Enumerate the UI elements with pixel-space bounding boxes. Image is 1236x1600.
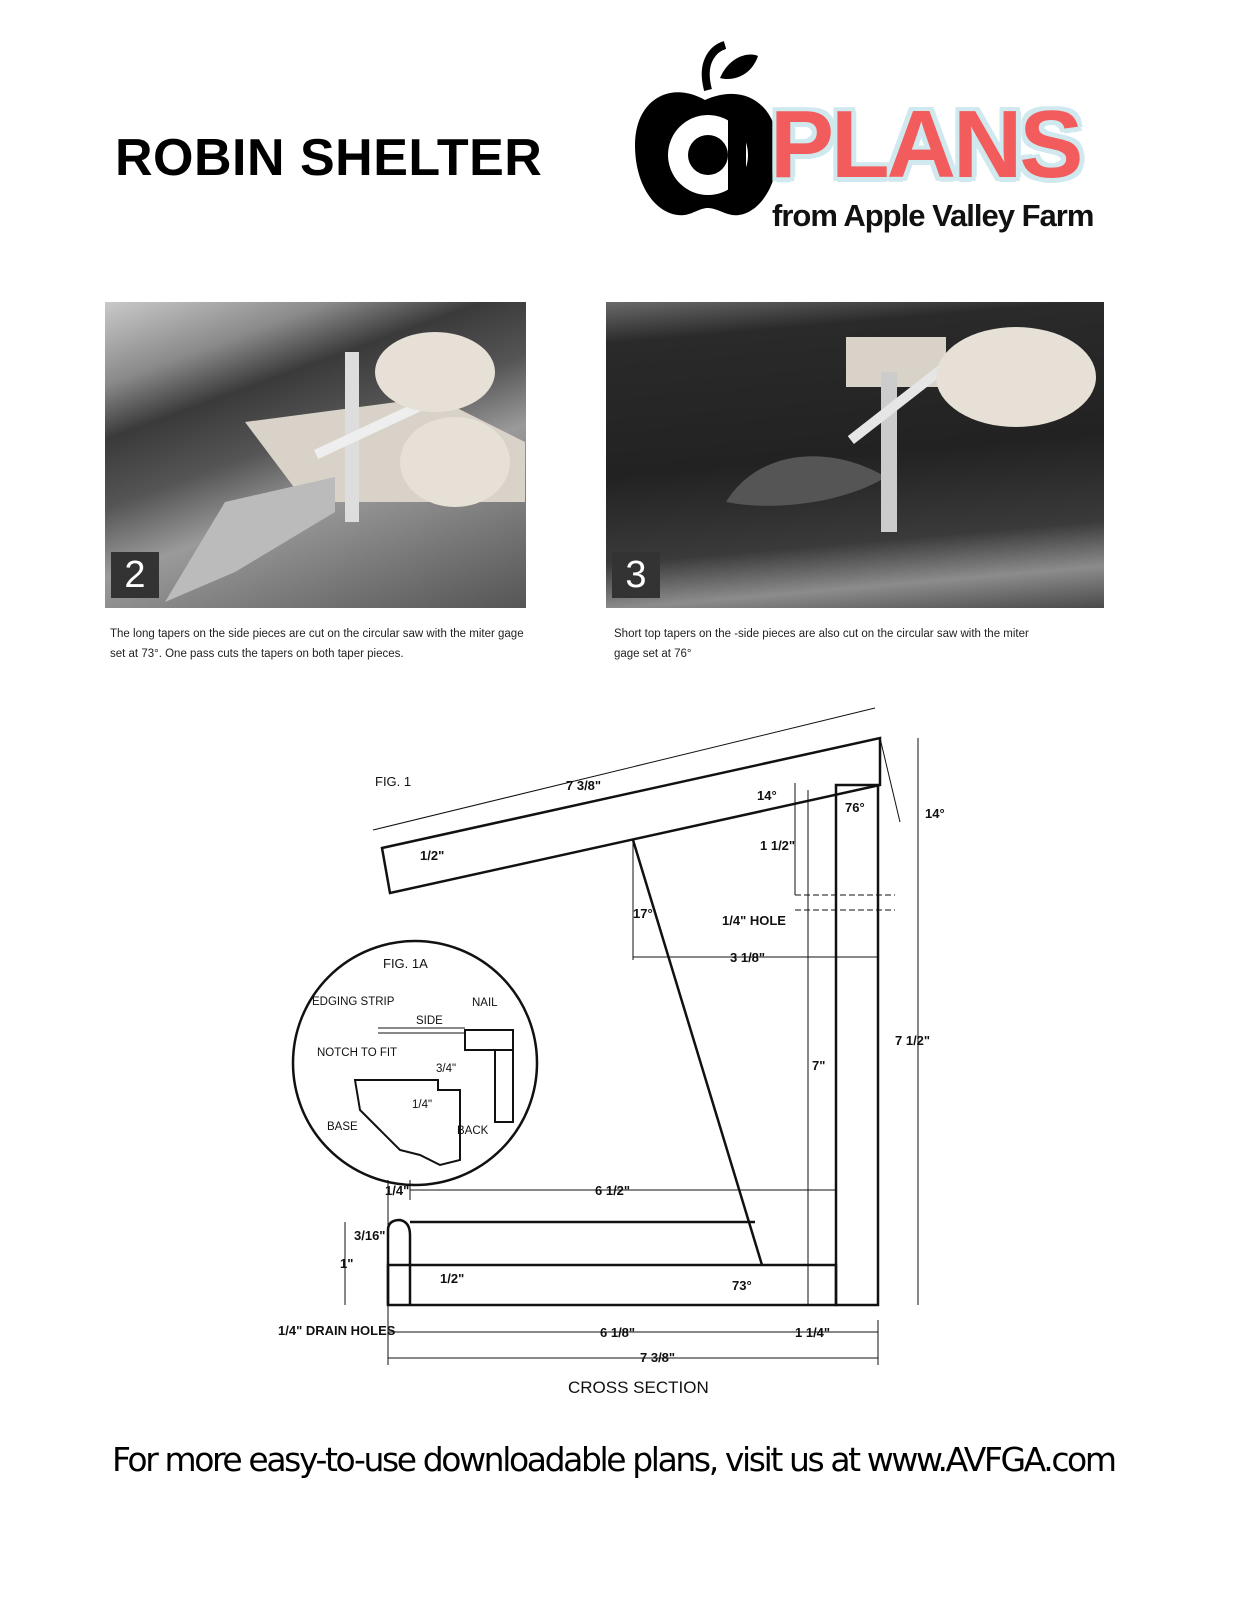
label-base: BASE	[327, 1121, 358, 1133]
apple-valley-farm-logo: PLANS from Apple Valley Farm	[630, 40, 1160, 250]
cross-section-caption: CROSS SECTION	[568, 1378, 709, 1397]
dim-inner-length: 6 1/2"	[595, 1183, 630, 1198]
logo-brand: PLANS	[770, 91, 1083, 198]
dim-round-radius: 3/16"	[354, 1228, 385, 1243]
label-side: SIDE	[416, 1015, 443, 1027]
page-title: ROBIN SHELTER	[115, 129, 543, 187]
label-notch-dim: 3/4"	[436, 1063, 456, 1075]
label-edging-strip: EDGING STRIP	[312, 996, 395, 1008]
roof-piece	[380, 736, 882, 895]
dim-front-thickness: 1/4"	[385, 1183, 409, 1198]
dim-base-length: 6 1/8"	[600, 1325, 635, 1340]
photo-step-3: 3	[606, 302, 1104, 608]
photo-2-caption: The long tapers on the side pieces are c…	[110, 628, 524, 660]
dim-angle-17: 17°	[633, 906, 653, 921]
label-nail: NAIL	[472, 997, 498, 1009]
dim-drain-holes: 1/4" DRAIN HOLES	[278, 1323, 396, 1338]
logo-tagline: from Apple Valley Farm	[772, 198, 1094, 233]
dim-base-thickness: 1/2"	[440, 1271, 464, 1286]
side-diagonal	[631, 839, 764, 1266]
fig-1-label: FIG. 1	[375, 774, 411, 789]
dim-angle-73: 73°	[732, 1278, 752, 1293]
apple-logo-icon	[635, 41, 778, 216]
dim-roof-length: 7 3/8"	[566, 778, 601, 793]
step-number-badge: 3	[612, 552, 660, 598]
front-strip	[386, 1218, 412, 1305]
saw-photo-illustration	[726, 327, 1096, 532]
dim-back-height: 7"	[812, 1058, 825, 1073]
fig-1a-detail-circle	[291, 939, 539, 1187]
dim-angle-14-right: 14°	[925, 806, 945, 821]
dim-back-thickness: 1 1/4"	[795, 1325, 830, 1340]
dim-front-height: 1"	[340, 1256, 353, 1271]
saw-photo-illustration	[165, 332, 525, 602]
fig-1a-label: FIG. 1A	[383, 956, 428, 971]
photo-step-2: 2	[105, 302, 526, 608]
dim-hole-offset: 1 1/2"	[760, 838, 795, 853]
dim-total-height: 7 1/2"	[895, 1033, 930, 1048]
dim-roof-thickness: 1/2"	[420, 848, 444, 863]
dim-angle-76: 76°	[845, 800, 865, 815]
dim-angle-14-top: 14°	[757, 788, 777, 803]
label-depth-dim: 1/4"	[412, 1099, 432, 1111]
dim-side-top-width: 3 1/8"	[730, 950, 765, 965]
back-board	[834, 783, 880, 1307]
photo-3-caption: Short top tapers on the -side pieces are…	[614, 628, 1029, 660]
label-back: BACK	[457, 1125, 489, 1137]
dim-hole: 1/4" HOLE	[722, 913, 786, 928]
dim-total-length: 7 3/8"	[640, 1350, 675, 1365]
footer-website-note: For more easy-to-use downloadable plans,…	[112, 1440, 1117, 1479]
step-number-badge: 2	[111, 552, 159, 598]
label-notch-to-fit: NOTCH TO FIT	[317, 1047, 397, 1059]
